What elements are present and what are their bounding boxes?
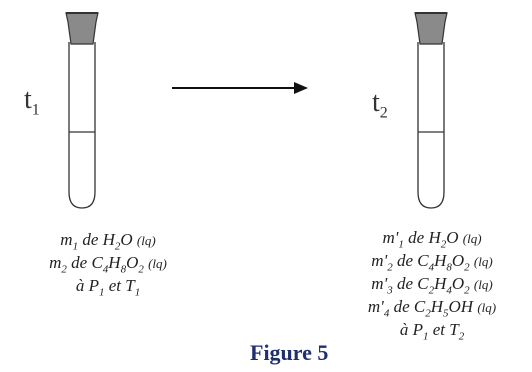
temperature-index: 2 (458, 330, 465, 343)
left-test-tube (65, 12, 99, 209)
formula-part: 2 (425, 307, 431, 320)
formula-part: C (91, 253, 103, 272)
mass-index: 3 (387, 284, 393, 297)
right-tube-stopper (414, 12, 448, 45)
mass-symbol: m' (371, 274, 388, 293)
mass-symbol: m (49, 253, 62, 272)
preposition: de (66, 253, 92, 272)
formula-part: 4 (102, 263, 109, 276)
right-time-label: t2 (372, 87, 388, 123)
preposition: de (392, 274, 418, 293)
mass-index: 4 (383, 307, 390, 320)
right-tube-body (417, 42, 445, 209)
contents-line: m'4 de C2H5OH (lq) (332, 295, 532, 320)
formula-part: H (434, 251, 447, 270)
state-label: (lq) (477, 300, 497, 315)
contents-line: m'2 de C4H8O2 (lq) (332, 249, 532, 274)
preposition: de (403, 228, 429, 247)
right-time-index: 2 (379, 104, 388, 122)
left-time-symbol: t (24, 84, 32, 115)
formula-part: 2 (440, 238, 447, 251)
formula-part: O (120, 230, 133, 249)
state-label: (lq) (473, 254, 493, 269)
formula-part: 8 (446, 261, 452, 274)
mass-symbol: m' (367, 297, 384, 316)
left-time-index: 1 (31, 101, 40, 119)
formula-part: O (126, 253, 139, 272)
temperature-index: 1 (134, 286, 141, 299)
left-time-label: t1 (24, 84, 40, 120)
left-tube-contents: m1 de H2O (lq)m2 de C4H8O2 (lq)à P1 et T… (18, 228, 198, 299)
state-label: (lq) (136, 233, 156, 248)
right-time-symbol: t (372, 87, 380, 118)
formula-part: H (430, 297, 443, 316)
state-label: (lq) (148, 256, 167, 271)
formula-part: H (108, 253, 121, 272)
contents-line: à P1 et T2 (332, 318, 532, 343)
pressure-index: 1 (422, 330, 429, 343)
mass-index: 1 (398, 238, 404, 251)
formula-part: O (451, 251, 465, 270)
contents-line: m'1 de H2O (lq) (332, 226, 532, 251)
formula-part: 4 (428, 261, 435, 274)
formula-part: 4 (446, 284, 452, 297)
preposition: de (389, 297, 414, 316)
mass-symbol: m' (371, 251, 388, 270)
formula-part: C (417, 251, 429, 270)
mass-symbol: m' (382, 228, 399, 247)
state-label: (lq) (462, 231, 482, 246)
conditions-text: et T (428, 320, 459, 339)
mass-index: 1 (72, 240, 79, 253)
contents-line: m2 de C4H8O2 (lq) (18, 251, 198, 276)
preposition: de (392, 251, 418, 270)
formula-part: H (434, 274, 447, 293)
right-tube-contents: m'1 de H2O (lq)m'2 de C4H8O2 (lq)m'3 de … (332, 226, 532, 343)
reaction-arrow (172, 82, 308, 94)
figure-caption: Figure 5 (250, 340, 329, 365)
right-test-tube (414, 12, 448, 209)
conditions-text: à P (399, 320, 423, 339)
formula-part: 8 (120, 263, 127, 276)
formula-part: O (451, 274, 465, 293)
formula-part: 2 (428, 284, 435, 297)
preposition: de (78, 230, 103, 249)
formula-part: C (417, 274, 429, 293)
formula-part: 2 (138, 263, 144, 276)
mass-index: 2 (61, 263, 67, 276)
left-tube-body (68, 42, 96, 209)
formula-part: 2 (114, 240, 121, 253)
formula-part: 5 (443, 307, 449, 320)
contents-line: m1 de H2O (lq) (18, 228, 198, 253)
formula-part: OH (448, 297, 474, 316)
mass-index: 2 (387, 261, 393, 274)
contents-line: à P1 et T1 (18, 274, 198, 299)
formula-part: 2 (464, 284, 470, 297)
state-label: (lq) (473, 277, 493, 292)
conditions-text: à P (75, 276, 99, 295)
contents-line: m'3 de C2H4O2 (lq) (332, 272, 532, 297)
formula-part: H (428, 228, 441, 247)
formula-part: 2 (464, 261, 470, 274)
mass-symbol: m (60, 230, 73, 249)
conditions-text: et T (104, 276, 135, 295)
formula-part: O (446, 228, 459, 247)
left-tube-stopper (65, 12, 99, 45)
pressure-index: 1 (98, 286, 105, 299)
formula-part: C (413, 297, 426, 316)
formula-part: H (102, 230, 115, 249)
